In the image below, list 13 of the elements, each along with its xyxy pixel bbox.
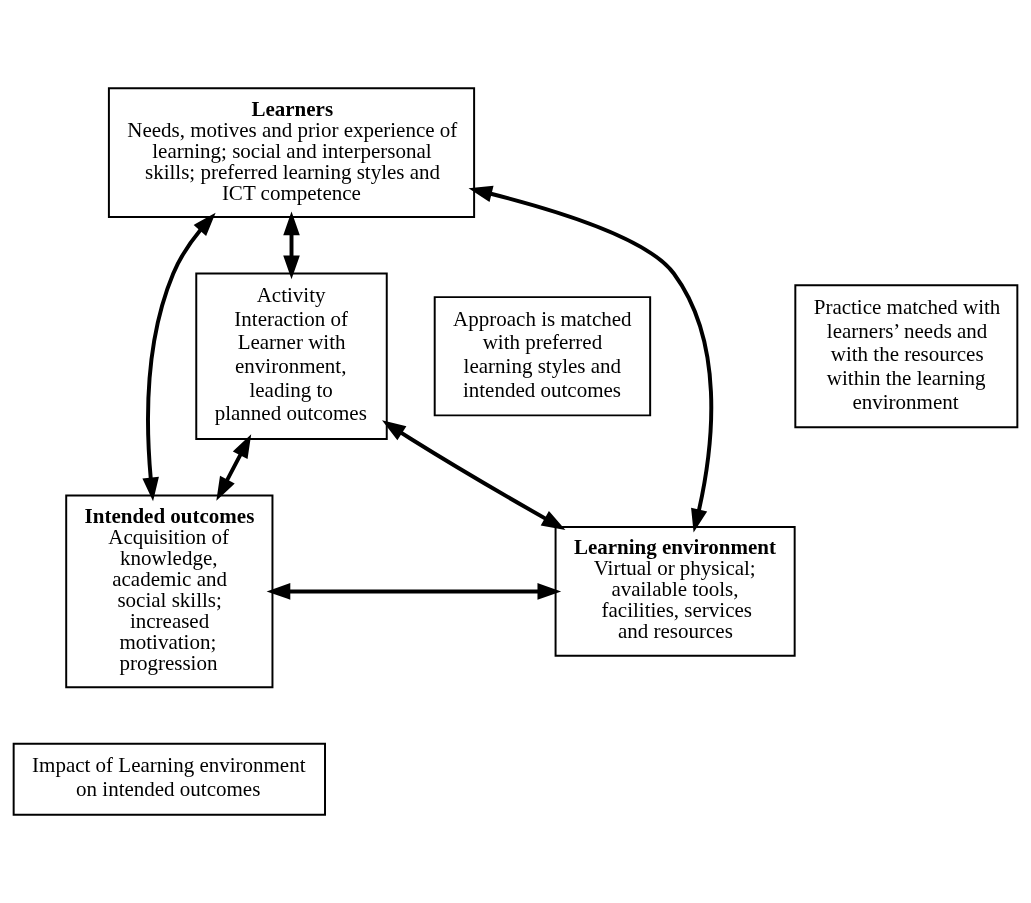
node-box: Learning environment Virtual or physical; available tools, facilities, services and resources	[554, 526, 796, 657]
node-box: Learners Needs, motives and prior experience of learning; social and interpersonal skills; preferred learning styles and ICT competence	[107, 87, 476, 218]
arrow	[142, 212, 216, 502]
node-box: Intended outcomes Acquisition of knowledge, academic and social skills; increased motivation; progression	[65, 494, 274, 689]
node-box: Impact of Learning environment on intended outcomes	[12, 742, 326, 816]
node-box: Practice matched with learners’ needs and with the resources within the learning environment	[794, 284, 1019, 429]
arrow	[382, 420, 566, 530]
arrow	[266, 583, 562, 600]
arrow	[283, 211, 300, 280]
node-box: Activity Interaction of Learner with environment, leading to planned outcomes	[195, 272, 388, 440]
arrow	[216, 434, 252, 501]
node-box: Approach is matched with preferred learning styles and intended outcomes	[433, 296, 652, 417]
arrow	[468, 185, 714, 533]
